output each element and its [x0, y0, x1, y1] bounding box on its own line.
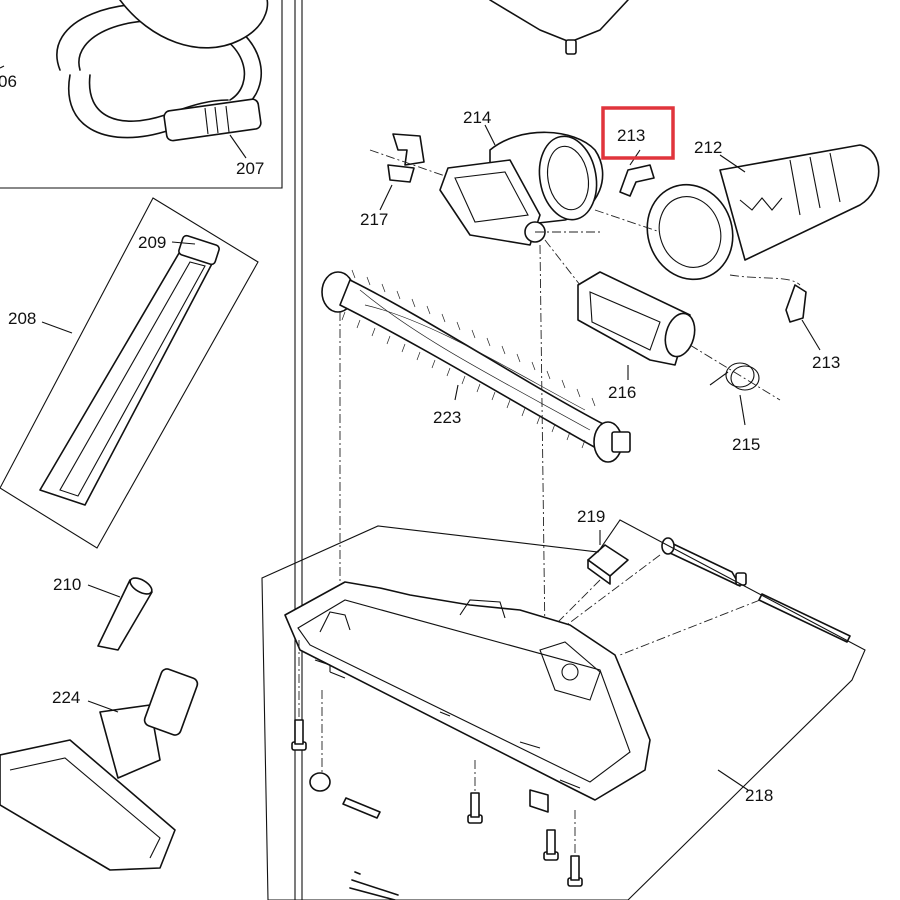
label-214: 214: [463, 108, 491, 127]
label-213-highlighted: 213: [617, 126, 645, 145]
neck-joint-212: [594, 144, 880, 286]
latch-213-right: [785, 284, 821, 351]
elbow-housing-214: [439, 124, 604, 246]
label-223: 223: [433, 408, 461, 427]
label-209: 209: [138, 233, 166, 252]
screws: [291, 640, 583, 900]
screw-4: [567, 810, 583, 887]
spring-215: [709, 362, 760, 426]
clip-217: [369, 133, 446, 211]
label-218: 218: [745, 786, 773, 805]
wand-assembly: [0, 197, 259, 549]
highlight-box: [601, 106, 675, 160]
hose-assembly: [0, 0, 283, 189]
label-215: 215: [732, 435, 760, 454]
label-206: 06: [0, 72, 17, 91]
bracket-216: [544, 239, 781, 401]
label-207: 207: [236, 159, 264, 178]
screw-3: [543, 829, 559, 861]
bottom-clip: [349, 871, 399, 900]
base-frame-218: [261, 519, 866, 900]
label-224: 224: [52, 688, 80, 707]
divider-lines: [294, 0, 303, 900]
label-217: 217: [360, 210, 388, 229]
base-plate: [284, 581, 651, 813]
brush-roll-223: [321, 244, 631, 641]
pad-219: [554, 530, 629, 626]
turbo-nozzle: [0, 668, 199, 871]
label-213: 213: [812, 353, 840, 372]
label-210: 210: [53, 575, 81, 594]
brush-bristles: [341, 269, 596, 449]
screw-2: [467, 760, 483, 824]
label-208: 208: [8, 309, 36, 328]
roller-pin: [309, 690, 381, 819]
upper-housing-foot: [489, 0, 629, 55]
label-219: 219: [577, 507, 605, 526]
screw-1: [291, 640, 307, 751]
label-212: 212: [694, 138, 722, 157]
label-216: 216: [608, 383, 636, 402]
crevice-tool: [87, 577, 153, 651]
